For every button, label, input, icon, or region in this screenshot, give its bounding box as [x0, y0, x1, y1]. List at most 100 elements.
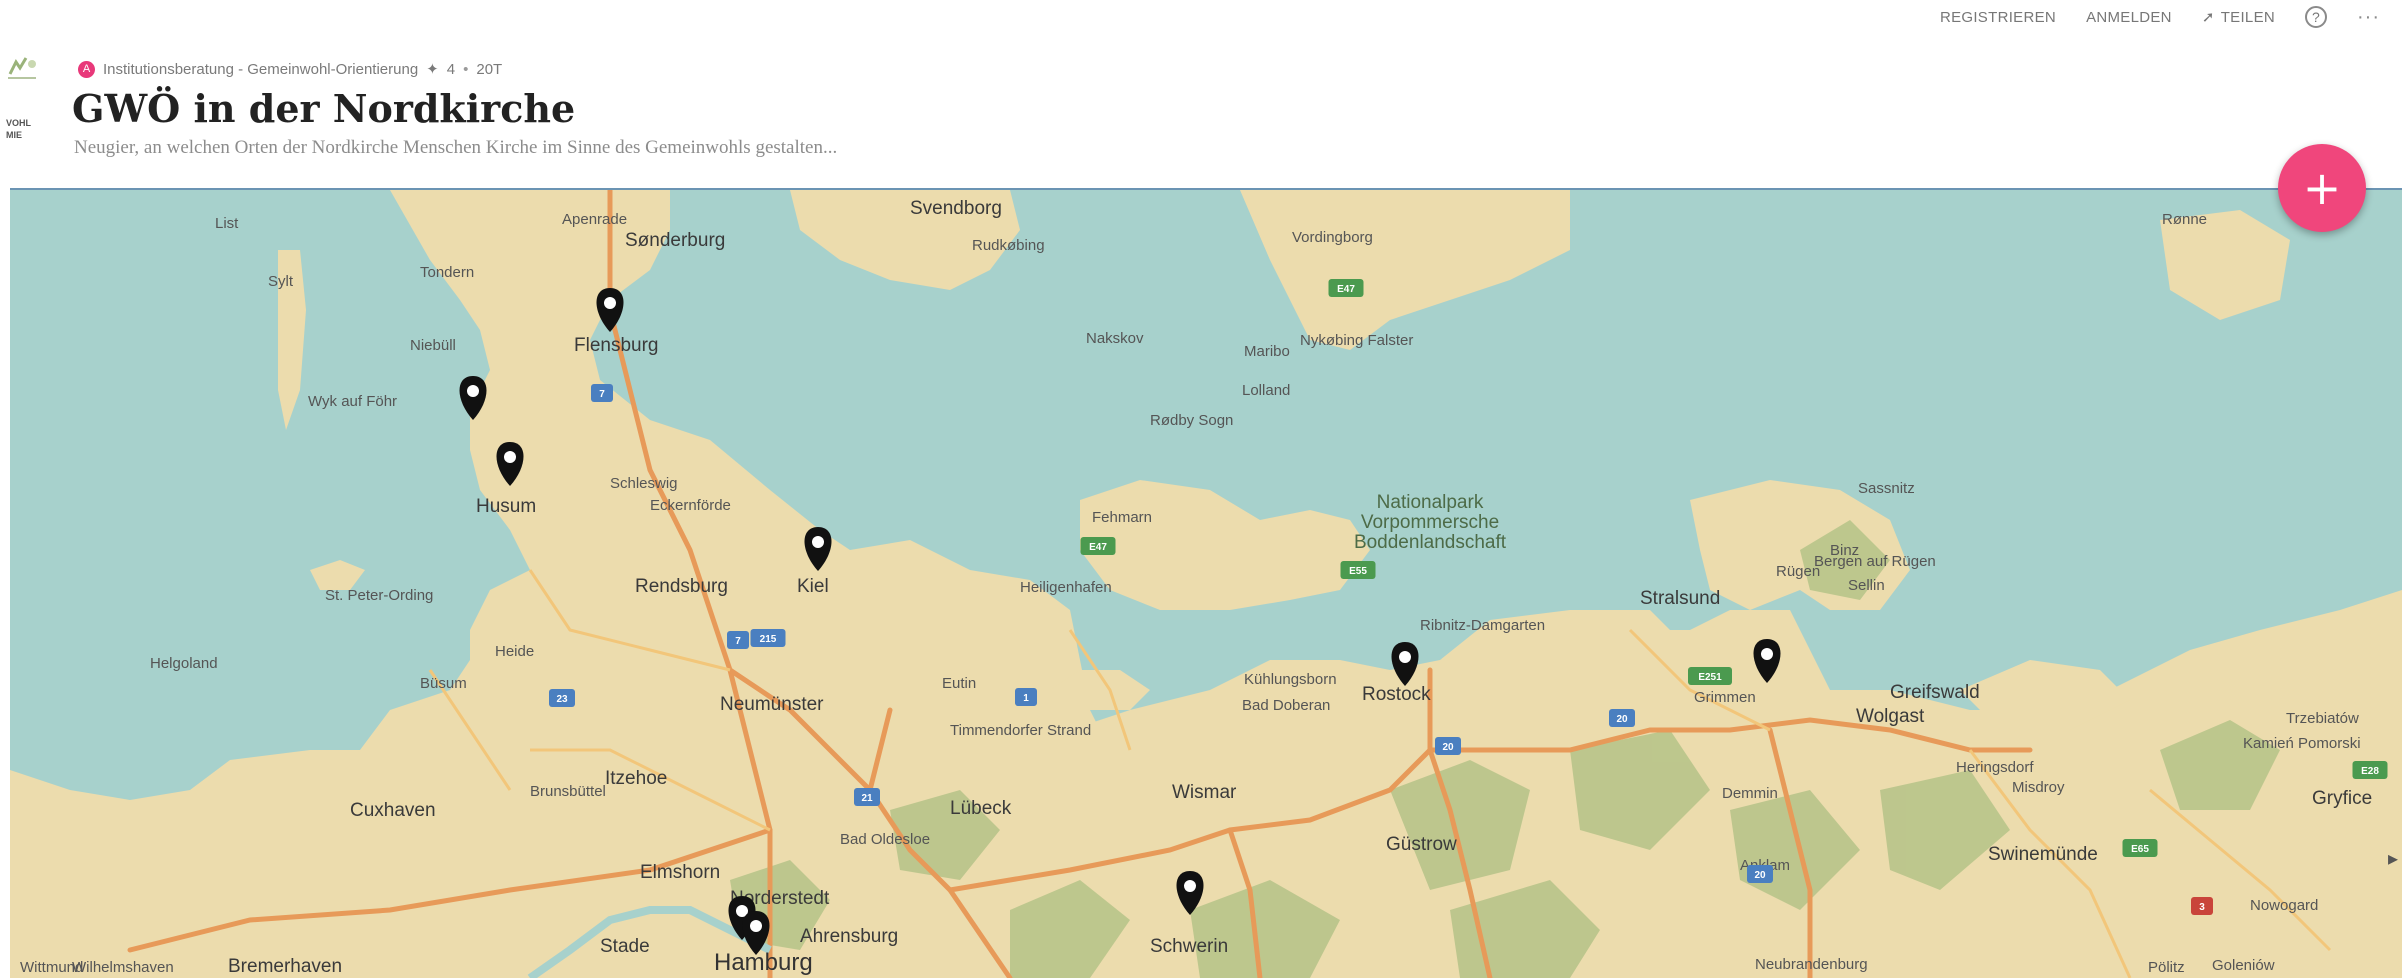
place-label-kiel: Kiel [797, 576, 829, 597]
road-shield-215: 215 [750, 629, 786, 647]
place-label-svendborg: Svendborg [910, 198, 1002, 219]
land-zingst [1440, 610, 1670, 660]
map-marker-schwerin[interactable] [1176, 871, 1204, 915]
road-shield-7: 7 [591, 384, 613, 402]
place-label-g-strow: Güstrow [1386, 834, 1457, 855]
water-label-list: List [215, 215, 239, 232]
share-arrow-icon: ➚ [2201, 9, 2215, 26]
place-label-b-sum: Büsum [420, 675, 467, 692]
place-label-timmendorfer-strand: Timmendorfer Strand [950, 722, 1091, 739]
place-label-rudk-bing: Rudkøbing [972, 237, 1045, 254]
login-link[interactable]: ANMELDEN [2086, 8, 2172, 26]
place-label-ahrensburg: Ahrensburg [800, 926, 898, 947]
place-label-heide: Heide [495, 643, 534, 660]
road-shield-20: 20 [1609, 709, 1635, 727]
register-link[interactable]: REGISTRIEREN [1939, 8, 2057, 26]
author-avatar[interactable]: A [78, 60, 95, 78]
share-button[interactable]: ➚ TEILEN [2201, 8, 2276, 27]
place-label-apenrade: Apenrade [562, 211, 627, 228]
place-label-bremerhaven: Bremerhaven [228, 956, 342, 977]
place-label-husum: Husum [476, 496, 536, 517]
pan-right-icon[interactable]: ▸ [2387, 848, 2398, 870]
place-label-kamie-pomorski: Kamień Pomorski [2243, 735, 2361, 752]
place-label-eutin: Eutin [942, 675, 976, 692]
map-meta: A Institutionsberatung - Gemeinwohl-Orie… [78, 60, 502, 78]
place-label-tondern: Tondern [420, 264, 474, 281]
place-label-maribo: Maribo [1244, 343, 1290, 360]
park-label-line: Nationalpark [1377, 492, 1484, 513]
svg-text:E47: E47 [1089, 542, 1107, 553]
place-label-wismar: Wismar [1172, 782, 1237, 803]
site-logo[interactable]: VOHL MIE [6, 52, 62, 148]
place-label-wolgast: Wolgast [1856, 706, 1925, 727]
map-marker-kiel[interactable] [804, 527, 832, 571]
place-label-r-dby-sogn: Rødby Sogn [1150, 412, 1233, 429]
map-marker-greifswald[interactable] [1753, 639, 1781, 683]
place-label-swinem-nde: Swinemünde [1988, 844, 2098, 865]
map-marker-flensburg[interactable] [596, 288, 624, 332]
land-bornholm [2160, 210, 2290, 320]
svg-text:E47: E47 [1337, 284, 1355, 295]
road-shield-e55: E55 [1340, 561, 1376, 579]
place-label-heiligenhafen: Heiligenhafen [1020, 579, 1112, 596]
author-organization[interactable]: Institutionsberatung - Gemeinwohl-Orient… [103, 60, 419, 78]
place-label-greifswald: Greifswald [1890, 682, 1980, 703]
svg-text:E28: E28 [2361, 766, 2379, 777]
road-shield-e47: E47 [1080, 537, 1116, 555]
meta-separator: • [463, 60, 469, 78]
map-marker-hamburg[interactable] [742, 911, 770, 955]
top-navigation: REGISTRIEREN ANMELDEN ➚ TEILEN ? ··· [1940, 6, 2380, 28]
logo-art-icon [8, 57, 36, 79]
place-label-elmshorn: Elmshorn [640, 862, 720, 883]
place-label-stralsund: Stralsund [1640, 588, 1720, 609]
more-options-icon[interactable]: ··· [2357, 6, 2380, 28]
svg-text:21: 21 [861, 793, 873, 804]
water-label-r-nne: Rønne [2162, 211, 2207, 228]
place-label-hamburg: Hamburg [714, 949, 813, 976]
add-post-button[interactable]: + [2278, 144, 2366, 232]
map-marker-rostock[interactable] [1391, 642, 1419, 686]
map-marker-f-hr[interactable] [459, 376, 487, 420]
svg-text:7: 7 [735, 636, 741, 647]
svg-text:3: 3 [2199, 902, 2205, 913]
motorways [127, 190, 2033, 978]
place-label-goleni-w: Goleniów [2212, 957, 2275, 974]
forest-areas [730, 520, 2280, 978]
land-fehmarn [1050, 670, 1150, 710]
place-label-nyk-bing-falster: Nykøbing Falster [1300, 332, 1413, 349]
svg-text:20: 20 [1616, 714, 1628, 725]
place-label-itzehoe: Itzehoe [605, 768, 667, 789]
map-marker-husum[interactable] [496, 442, 524, 486]
place-label-ribnitz-damgarten: Ribnitz-Damgarten [1420, 617, 1545, 634]
svg-text:E251: E251 [1698, 672, 1722, 683]
place-label-vordingborg: Vordingborg [1292, 229, 1373, 246]
place-label-neum-nster: Neumünster [720, 694, 824, 715]
place-label-flensburg: Flensburg [574, 335, 659, 356]
svg-text:20: 20 [1442, 742, 1454, 753]
svg-text:E65: E65 [2131, 844, 2149, 855]
place-label-demmin: Demmin [1722, 785, 1778, 802]
land-usedom [1960, 660, 2130, 730]
road-shield-e47: E47 [1328, 279, 1364, 297]
place-label-bad-oldesloe: Bad Oldesloe [840, 831, 930, 848]
help-icon[interactable]: ? [2305, 6, 2328, 28]
share-label: TEILEN [2220, 8, 2276, 26]
water-label-sylt: Sylt [268, 273, 294, 290]
svg-text:215: 215 [760, 634, 777, 645]
place-label-neubrandenburg: Neubrandenburg [1755, 956, 1868, 973]
road-shield-20: 20 [1747, 865, 1773, 883]
like-count: 4 [446, 60, 456, 78]
place-label-nakskov: Nakskov [1086, 330, 1144, 347]
svg-text:23: 23 [556, 694, 568, 705]
place-label-misdroy: Misdroy [2012, 779, 2065, 796]
place-label-l-beck: Lübeck [950, 798, 1012, 819]
elbe-river [527, 906, 772, 978]
road-shield-3: 3 [2191, 897, 2213, 915]
park-label-line: Vorpommersche [1361, 512, 1499, 533]
like-icon: ✦ [426, 61, 439, 78]
place-label-cuxhaven: Cuxhaven [350, 800, 436, 821]
page-title: GWÖ in der Nordkirche [72, 86, 576, 131]
road-shield-21: 21 [854, 788, 880, 806]
svg-text:7: 7 [599, 389, 605, 400]
